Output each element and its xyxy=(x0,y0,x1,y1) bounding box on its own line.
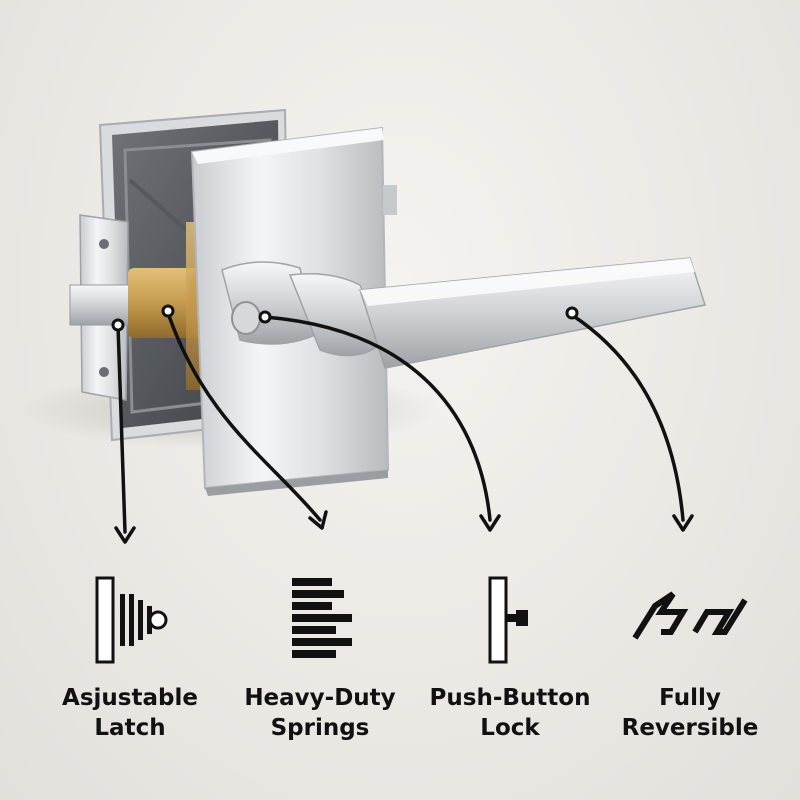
callout-dots xyxy=(111,304,579,332)
feature-label-line: Springs xyxy=(270,715,370,741)
feature-label-heavy-duty-springs: Heavy-Duty Springs xyxy=(220,683,420,743)
heavy-duty-springs-icon xyxy=(225,570,415,670)
feature-label-line: Fully xyxy=(659,685,721,711)
feature-label-push-button-lock: Push-Button Lock xyxy=(410,683,610,743)
callout-lines xyxy=(116,311,685,534)
push-button-lock-icon xyxy=(415,570,605,670)
adjustable-latch xyxy=(69,214,133,401)
feature-label-adjustable-latch: Asjustable Latch xyxy=(30,683,230,743)
feature-label-line: Lock xyxy=(480,715,540,741)
feature-label-line: Latch xyxy=(94,715,166,741)
feature-label-line: Push-Button xyxy=(429,685,591,711)
callout-arrowheads xyxy=(114,510,694,544)
fully-reversible-icon xyxy=(595,570,785,670)
adjustable-latch-icon xyxy=(35,570,225,670)
feature-label-fully-reversible: Fully Reversible xyxy=(590,683,790,743)
lever-handle xyxy=(221,257,706,369)
feature-label-line: Reversible xyxy=(621,715,759,741)
feature-label-line: Asjustable xyxy=(62,685,198,711)
feature-label-line: Heavy-Duty xyxy=(244,685,396,711)
